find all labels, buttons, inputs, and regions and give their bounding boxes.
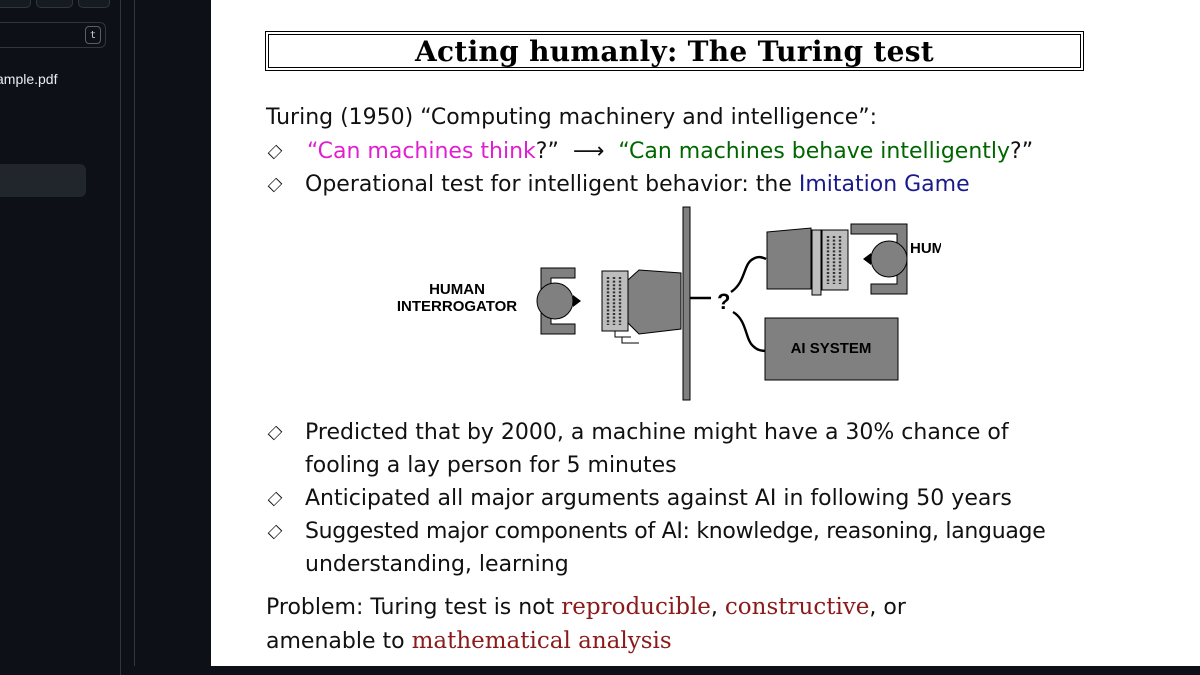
file-search-input[interactable]: t (0, 22, 106, 48)
bullet-line-5b: understanding, learning (305, 552, 569, 577)
human-chair (850, 223, 908, 295)
cable-to-human (730, 255, 767, 293)
human-connector (811, 229, 822, 296)
viewer-bottom-bar (134, 666, 1200, 675)
interrogator-label-line2: INTERROGATOR (397, 298, 517, 315)
pdf-slide: Acting humanly: The Turing test Turing (… (211, 0, 1200, 666)
dividing-wall (682, 206, 691, 401)
human-head (870, 240, 908, 278)
human-monitor (766, 227, 812, 290)
search-shortcut-key: t (85, 26, 101, 44)
term-mathematical-analysis: mathematical analysis (411, 628, 672, 654)
bullet-line-2: Operational test for intelligent behavio… (305, 172, 970, 197)
diamond-bullet-icon (267, 491, 283, 507)
bullet-line-4: Anticipated all major arguments against … (305, 486, 1012, 511)
diamond-bullet-icon (267, 144, 283, 160)
bullet-line-5a: Suggested major components of AI: knowle… (305, 519, 1046, 544)
right-arrow-icon: ⟶ (572, 139, 605, 164)
problem-line-1: Problem: Turing test is not reproducible… (266, 594, 906, 620)
sidebar-tab-button[interactable] (0, 0, 31, 8)
title-inner-frame: Acting humanly: The Turing test (268, 34, 1081, 68)
interrogator-nose (573, 295, 581, 307)
highlight-behave-intelligently: “Can machines behave intelligently (618, 139, 1011, 164)
bullet-line-3a: Predicted that by 2000, a machine might … (305, 420, 1009, 445)
ai-system-box (764, 317, 899, 381)
intro-line: Turing (1950) “Computing machinery and i… (266, 105, 878, 130)
human-nose (863, 253, 871, 265)
title-frame: Acting humanly: The Turing test (265, 31, 1084, 71)
turing-test-figure: HUMAN INTERROGATOR ? (397, 206, 941, 401)
diamond-bullet-icon (267, 177, 283, 193)
bullet-line-1: “Can machines think?”⟶“Can machines beha… (307, 139, 1034, 164)
term-constructive: constructive (724, 594, 870, 620)
diamond-bullet-icon (267, 425, 283, 441)
interrogator-head (536, 282, 574, 320)
file-tree-item-selected[interactable] (0, 164, 86, 197)
highlight-imitation-game: Imitation Game (798, 172, 970, 197)
human-label: HUMAN (910, 240, 941, 257)
sidebar-tab-button[interactable] (36, 0, 73, 8)
bullet-line-3b: fooling a lay person for 5 minutes (305, 453, 677, 478)
slide-title: Acting humanly: The Turing test (414, 34, 935, 68)
cable-to-ai (732, 310, 768, 353)
file-tree-item[interactable]: ample.pdf (0, 71, 58, 87)
ai-system-label: AI SYSTEM (791, 340, 872, 357)
term-reproducible: reproducible (561, 594, 711, 620)
problem-line-2: amenable to mathematical analysis (266, 628, 672, 654)
interrogator-monitor (627, 269, 682, 335)
panel-divider[interactable] (121, 0, 135, 675)
interrogator-label-line1: HUMAN (429, 281, 485, 298)
question-mark: ? (717, 289, 730, 314)
file-sidebar: t ample.pdf (0, 0, 121, 675)
diamond-bullet-icon (267, 524, 283, 540)
highlight-can-machines-think: Can machines think (317, 139, 536, 164)
sidebar-tab-button[interactable] (78, 0, 110, 8)
